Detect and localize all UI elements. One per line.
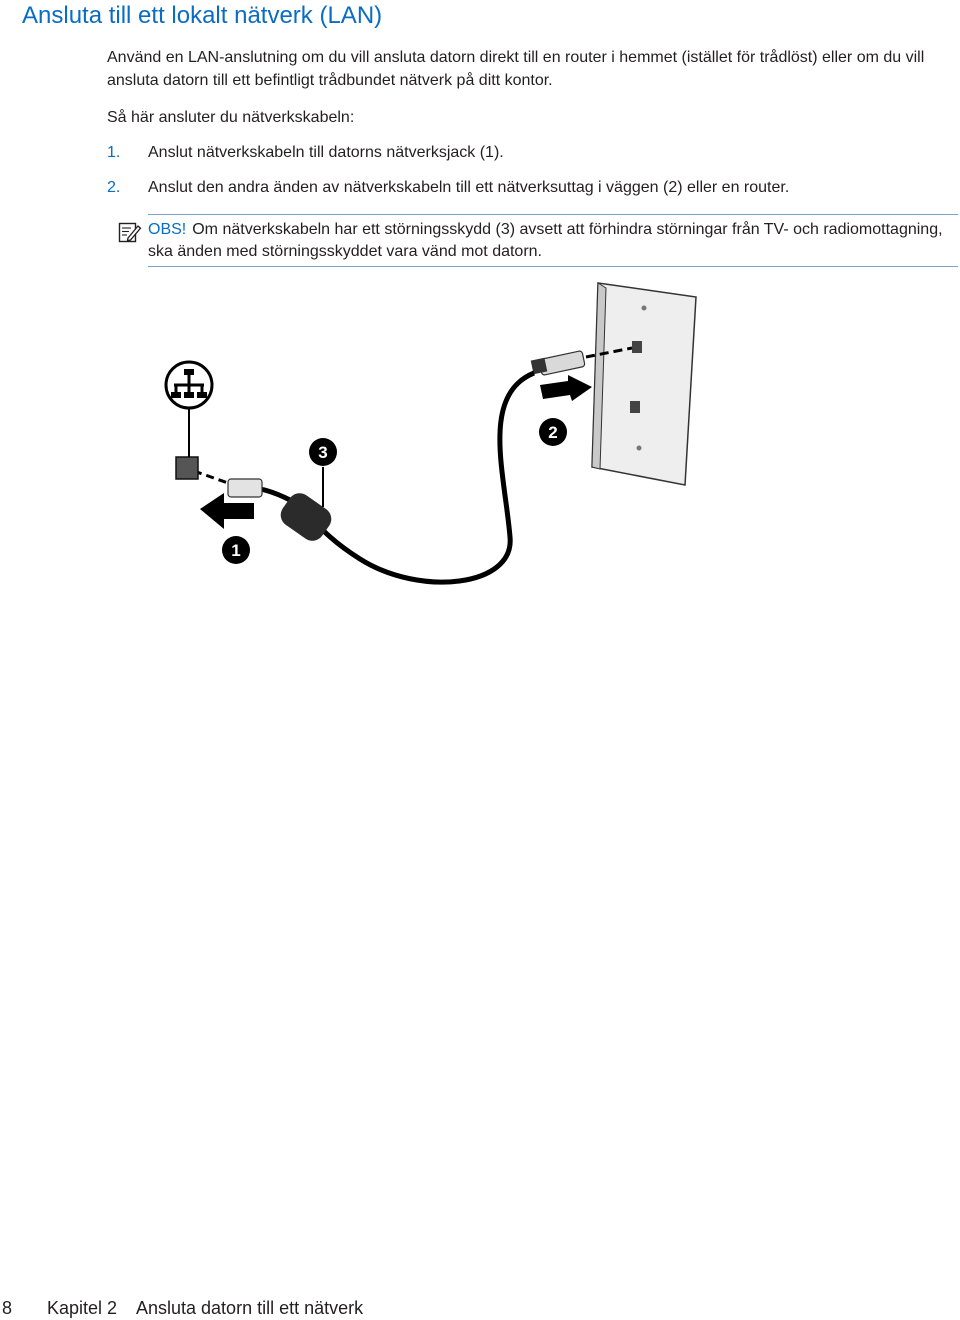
lan-connection-illustration: 1 2 3 [164, 282, 697, 585]
step-text: Anslut den andra änden av nätverkskabeln… [148, 179, 790, 196]
step-text: Anslut nätverkskabeln till datorns nätve… [148, 144, 504, 161]
ferrite-core [280, 493, 332, 541]
step-number: 2. [107, 179, 121, 196]
computer-network-jack [175, 456, 199, 480]
step-number: 1. [107, 144, 121, 161]
callout-3: 3 [309, 438, 337, 507]
note-box: OBS!Om nätverkskabeln har ett störningss… [118, 214, 958, 267]
callout-2: 2 [539, 418, 567, 446]
howto-text: Så här ansluter du nätverkskabeln: [107, 109, 355, 126]
page-number: 8 [2, 1298, 13, 1318]
page-heading: Ansluta till ett lokalt nätverk (LAN) [22, 2, 383, 29]
note-pencil-icon [118, 222, 142, 243]
callout-1: 1 [222, 536, 250, 564]
note-label: OBS! [148, 221, 187, 238]
svg-text:1: 1 [231, 541, 240, 560]
arrow-icon [200, 493, 254, 529]
network-jack-icon [164, 360, 214, 457]
intro-paragraph: Använd en LAN-anslutning om du vill ansl… [107, 49, 925, 89]
footer-chapter-title: Ansluta datorn till ett nätverk [136, 1298, 364, 1318]
wall-outlet-icon [591, 282, 697, 486]
footer-chapter: Kapitel 2 [47, 1298, 118, 1318]
svg-text:2: 2 [548, 423, 557, 442]
svg-text:3: 3 [318, 443, 327, 462]
arrow-icon [540, 375, 592, 401]
note-text: Om nätverkskabeln har ett störningsskydd… [148, 221, 943, 260]
